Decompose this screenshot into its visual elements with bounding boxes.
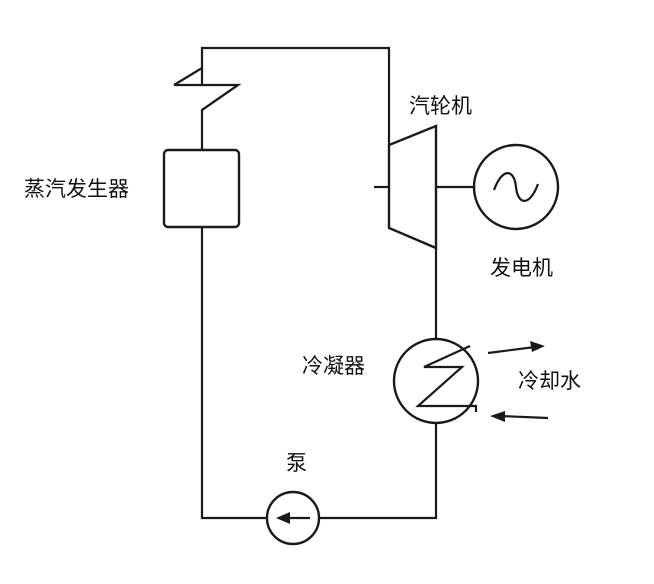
pipe-top <box>200 46 391 150</box>
condenser-label: 冷凝器 <box>302 354 365 378</box>
turbine-body <box>387 124 438 250</box>
steam-generator-label: 蒸汽发生器 <box>24 177 129 201</box>
turbine-label: 汽轮机 <box>409 94 472 118</box>
pipe-left <box>200 227 267 520</box>
cooling-water-out-line <box>487 345 536 355</box>
pump-arrow-icon <box>276 512 290 524</box>
condenser-coil <box>415 344 478 412</box>
cooling-water-label: 冷却水 <box>518 369 581 393</box>
steam-generator-box <box>162 148 241 229</box>
cooling-water-in-line <box>499 414 549 420</box>
cooling-water-in-arrow-icon <box>490 411 505 422</box>
superheater-zigzag <box>173 67 239 111</box>
condenser-circle <box>392 337 480 425</box>
cooling-water-out-arrow-icon <box>530 341 545 352</box>
generator-label: 发电机 <box>490 256 553 280</box>
generator-sine-icon <box>492 172 540 202</box>
pipe-condenser-pump <box>320 423 438 520</box>
pump-label: 泵 <box>286 451 307 475</box>
